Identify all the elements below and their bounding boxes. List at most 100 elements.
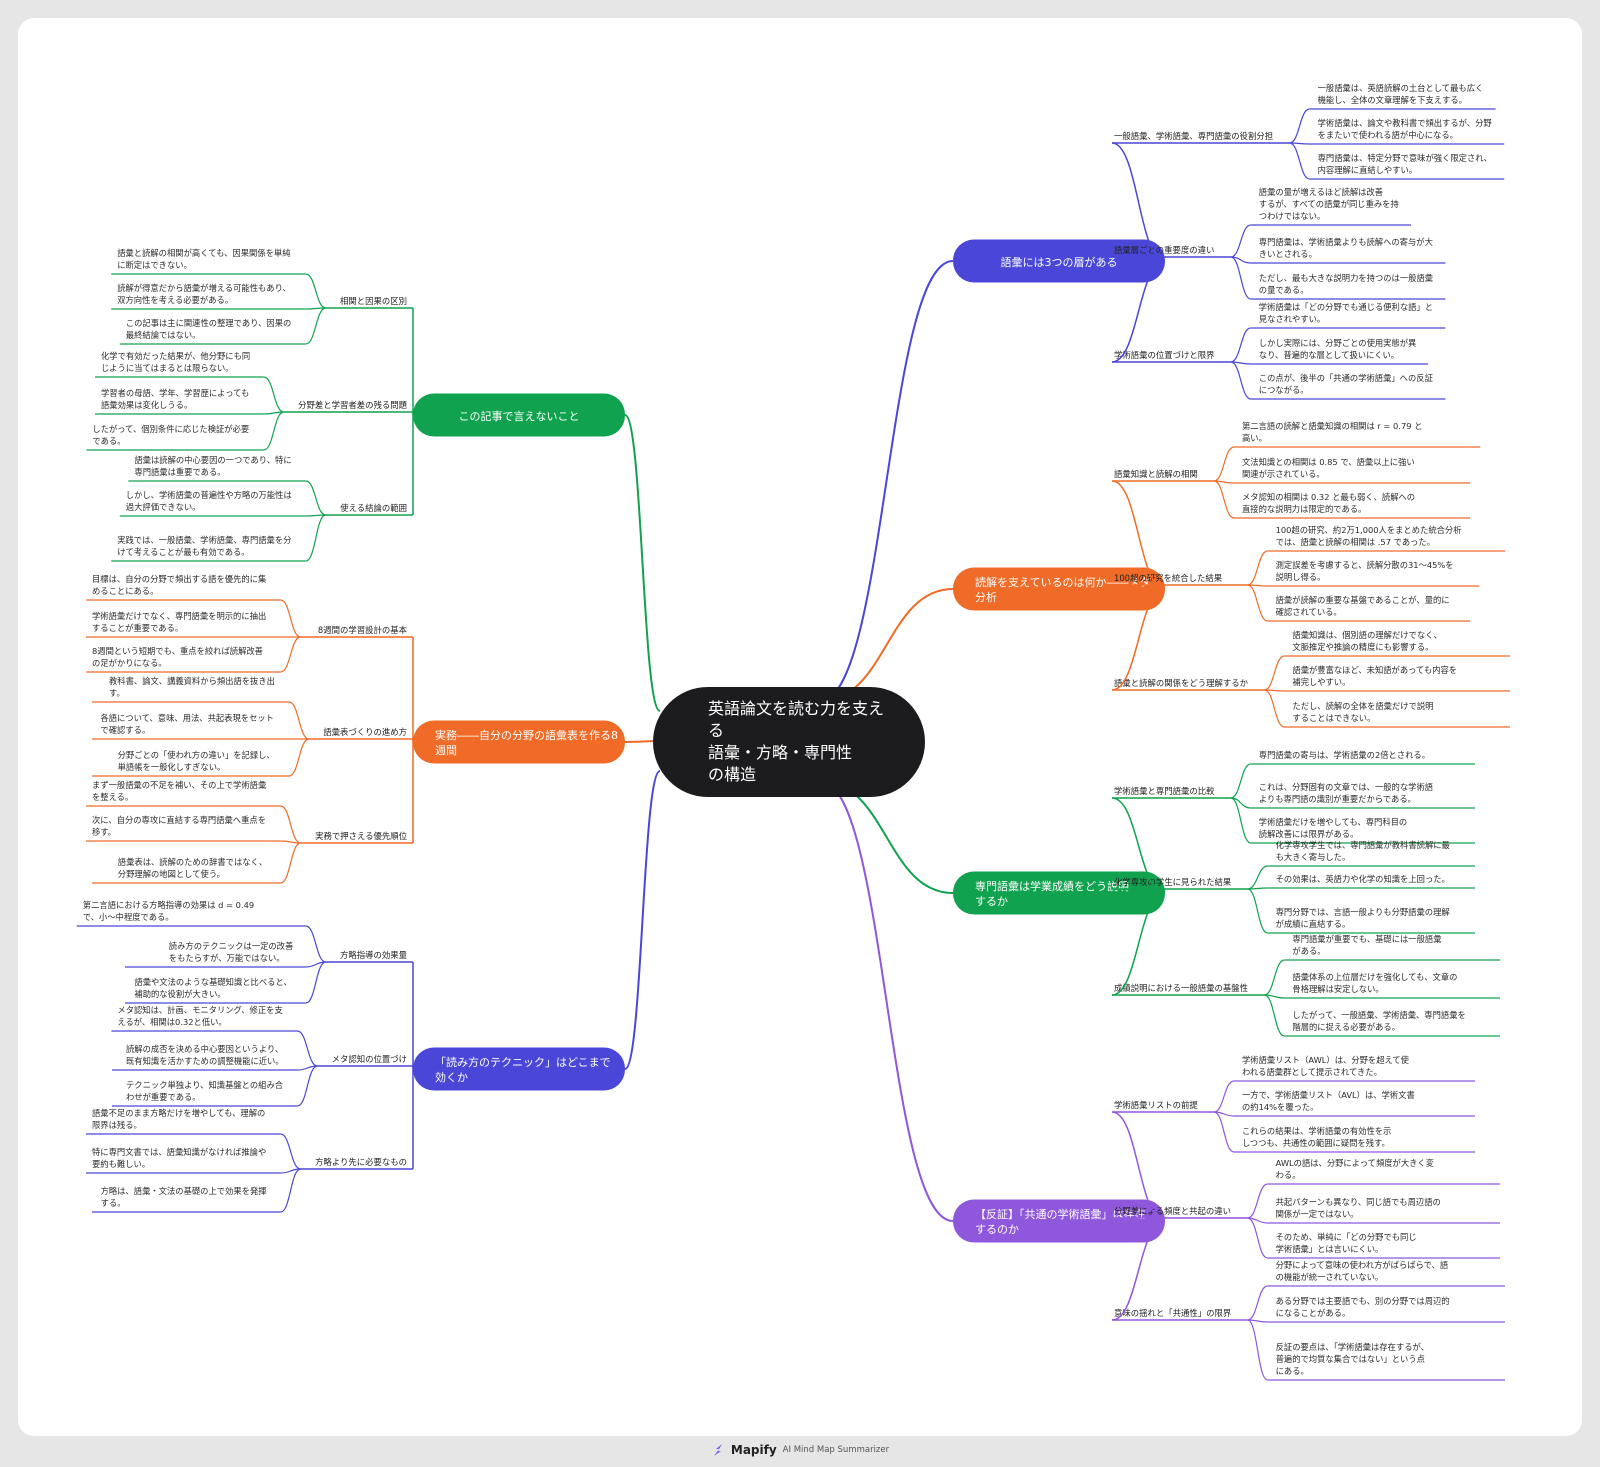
footer-brand[interactable]: Mapify [730, 1443, 777, 1457]
connector [1230, 327, 1252, 363]
connector [1264, 994, 1285, 1037]
sub-topic[interactable]: 語彙表づくりの進め方教科書、論文、講義資料から頻出語を抜き出す。各語について、意… [92, 676, 413, 777]
connector [1111, 1217, 1166, 1222]
branch[interactable]: 「読み方のテクニック」はどこまで効くか方略指導の効果量第二言語における方略指導の… [76, 900, 625, 1213]
connector [305, 961, 327, 1004]
leaf-text: 教科書、論文、講義資料から頻出語を抜き出す。 [109, 676, 275, 698]
sub-topic-label: 一般語彙、学術語彙、専門語彙の役割分担 [1114, 131, 1273, 141]
leaf-text: 専門語彙の寄与は、学術語彙の2倍とされる。 [1259, 750, 1430, 760]
branch-pill[interactable] [953, 1199, 1165, 1243]
connector [1111, 797, 1166, 894]
connector [1111, 480, 1166, 590]
leaf-text: 実践では、一般語彙、学術語彙、専門語彙を分けて考えることが最も有効である。 [117, 535, 291, 557]
branch-pill[interactable] [953, 239, 1165, 283]
connector [305, 925, 327, 963]
sub-topic-label: 実務で押さえる優先順位 [315, 831, 407, 841]
leaf-text: 共起パターンも異なり、同じ語でも周辺語の関係が一定ではない。 [1276, 1197, 1441, 1219]
footer-tagline: AI Mind Map Summarizer [782, 1445, 890, 1455]
connector [297, 1065, 318, 1107]
sub-topic[interactable]: 使える結論の範囲語彙は読解の中心要因の一つであり、特に専門語彙は重要である。しか… [111, 455, 413, 562]
sub-topic[interactable]: 学術語彙と専門語彙の比較専門語彙の寄与は、学術語彙の2倍とされる。これは、分野固… [1112, 750, 1475, 844]
connector [305, 307, 327, 345]
leaf-text: 各語について、意味、用法、共起表現をセットで確認する。 [100, 713, 274, 735]
leaf-text: 8週間という短期でも、重点を絞れば読解改善の足がかりになる。 [92, 646, 263, 668]
sub-topic[interactable]: 語彙層ごとの重要度の違い語彙の量が増えるほど読解は改善するが、すべての語彙が同じ… [1112, 187, 1446, 300]
leaf-text: ただし、読解の全体を語彙だけで説明することはできない。 [1292, 701, 1433, 723]
leaf-text: この記事は主に関連性の整理であり、因果の最終結論ではない。 [126, 318, 292, 340]
leaf-text: 学習者の母語、学年、学習歴によっても語彙効果は変化しうる。 [101, 388, 249, 410]
branch[interactable]: 語彙には3つの層がある一般語彙、学術語彙、専門語彙の役割分担一般語彙は、英語読解… [953, 83, 1505, 400]
sub-topic[interactable]: 方略より先に必要なもの語彙不足のまま方略だけを増やしても、理解の限界は残る。特に… [86, 1108, 413, 1213]
center-node[interactable] [653, 687, 925, 797]
leaf-text: 語彙は読解の中心要因の一つであり、特に専門語彙は重要である。 [134, 455, 291, 477]
leaf-text: 専門分野では、言語一般よりも分野語彙の理解が成績に直結する。 [1276, 907, 1450, 929]
branch-pill[interactable] [953, 567, 1165, 611]
branch-pill[interactable] [413, 393, 625, 437]
connector [1111, 256, 1166, 262]
leaf-text: 専門語彙は、学術語彙よりも読解への寄与が大きいとされる。 [1259, 237, 1433, 259]
branch[interactable]: 読解を支えているのは何か――メタ分析語彙知識と読解の相関第二言語の読解と語彙知識… [953, 421, 1510, 728]
leaf-text: 方略は、語彙・文法の基礎の上で効果を発揮する。 [101, 1186, 267, 1208]
branch-pill[interactable] [953, 871, 1165, 915]
connector [1230, 797, 1252, 844]
connector [1111, 888, 1166, 894]
connector [1289, 142, 1310, 180]
leaf-text: 読み方のテクニックは一定の改善をもたらすが、万能ではない。 [169, 941, 293, 963]
sub-topic[interactable]: 一般語彙、学術語彙、専門語彙の役割分担一般語彙は、英語読解の土台として最も広く機… [1112, 83, 1505, 180]
branch[interactable]: この記事で言えないこと相関と因果の区別語彙と読解の相関が高くても、因果関係を単純… [86, 248, 625, 562]
sub-topic[interactable]: 100超の研究を統合した結果100超の研究、約2万1,000人をまとめた統合分析… [1112, 525, 1506, 622]
leaf-text: 学術語彙だけでなく、専門語彙を明示的に抽出することが重要である。 [92, 611, 266, 633]
leaf-text: 専門語彙が重要でも、基礎には一般語彙がある。 [1292, 934, 1441, 956]
connector [1247, 888, 1268, 934]
connector [1264, 655, 1285, 691]
leaf-text: 語彙や文法のような基礎知識と比べると、補助的な役割が大きい。 [134, 977, 291, 999]
leaf-text: 語彙不足のまま方略だけを増やしても、理解の限界は残る。 [92, 1108, 265, 1130]
leaf-text: したがって、個別条件に応じた検証が必要である。 [92, 424, 249, 446]
leaf-text: 文法知識との相関は 0.85 で、語彙以上に強い関連が示されている。 [1242, 457, 1415, 479]
leaf-text: 語彙表は、読解のための辞書ではなく、分野理解の地図として使う。 [118, 857, 267, 879]
connector [624, 414, 661, 712]
branch-pill[interactable] [413, 1047, 625, 1091]
sub-topic[interactable]: 成績説明における一般語彙の基盤性専門語彙が重要でも、基礎には一般語彙がある。語彙… [1112, 934, 1500, 1037]
branch[interactable]: 専門語彙は学業成績をどう説明するか学術語彙と専門語彙の比較専門語彙の寄与は、学術… [953, 750, 1500, 1037]
leaf-text: AWLの語は、分野によって頻度が大きく変わる。 [1276, 1158, 1434, 1180]
sub-topic[interactable]: 学術語彙の位置づけと限界学術語彙は「どの分野でも通じる便利な語」と見なされやすい… [1112, 302, 1446, 400]
leaf-text: 語彙が豊富なほど、未知語があっても内容を補完しやすい。 [1292, 665, 1457, 687]
connector [1213, 1111, 1235, 1153]
leaf-text: 反証の要点は、「学術語彙は存在するが、普遍的で均質な集合ではない」という点にある… [1276, 1342, 1429, 1376]
sub-topic-label: 分野差と学習者差の残る問題 [298, 400, 407, 410]
leaf-text: そのため、単純に「どの分野でも同じ学術語彙」とは言いにくい。 [1276, 1232, 1417, 1254]
sub-topic[interactable]: 学術語彙リストの前提学術語彙リスト（AWL）は、分野を超えて使われる語彙群として… [1112, 1055, 1475, 1153]
sub-topic[interactable]: 実務で押さえる優先順位まず一般語彙の不足を補い、その上で学術語彙を整える。次に、… [86, 780, 413, 884]
center-topic[interactable]: 英語論文を読む力を支える語彙・方略・専門性の構造 [653, 687, 925, 797]
branch-pill[interactable] [413, 720, 625, 764]
sub-topic[interactable]: 化学専攻の学生に見られた結果化学専攻学生では、専門語彙が教科書読解に最も大きく寄… [1112, 840, 1475, 934]
sub-topic[interactable]: 分野差による頻度と共起の違いAWLの語は、分野によって頻度が大きく変わる。共起パ… [1112, 1158, 1500, 1259]
connector [280, 1133, 301, 1170]
connector [263, 376, 285, 413]
sub-topic-label: 語彙と読解の関係をどう理解するか [1114, 678, 1249, 688]
sub-topic[interactable]: 意味の揺れと「共通性」の限界分野によって意味の使われ方がばらばらで、語の機能が統… [1112, 1260, 1505, 1381]
leaf-text: 分野ごとの「使われ方の違い」を記録し、単語帳を一般化しすぎない。 [118, 750, 275, 772]
sub-topic-label: 語彙知識と読解の相関 [1114, 469, 1198, 479]
sub-topic[interactable]: 8週間の学習設計の基本目標は、自分の分野で頻出する語を優先的に集めることにある。… [86, 574, 413, 673]
connector [297, 1030, 318, 1067]
branch-title: 【反証】「共通の学術語彙」は存在するのか [975, 1207, 1146, 1236]
sub-topic[interactable]: メタ認知の位置づけメタ認知は、計画、モニタリング、修正を支えるが、相関は0.32… [111, 1005, 413, 1107]
connector [1247, 1183, 1268, 1219]
sub-topic[interactable]: 相関と因果の区別語彙と読解の相関が高くても、因果関係を単純に断定はできない。読解… [111, 248, 413, 345]
leaf-text: 次に、自分の専攻に直結する専門語彙へ重点を移す。 [92, 815, 266, 837]
leaf-text: 語彙知識は、個別語の理解だけでなく、文脈推定や推論の精度にも影響する。 [1292, 630, 1441, 652]
leaf-text: しかし、学術語彙の普遍性や方略の万能性は過大評価できない。 [126, 490, 292, 512]
sub-topic[interactable]: 分野差と学習者差の残る問題化学で有効だった結果が、他分野にも同じように当てはまる… [86, 351, 413, 451]
connector [1111, 1220, 1166, 1321]
sub-topic[interactable]: 語彙と読解の関係をどう理解するか 語彙知識は、個別語の理解だけでなく、文脈推定や推… [1112, 630, 1510, 728]
connector [1247, 887, 1268, 890]
branch[interactable]: 【反証】「共通の学術語彙」は存在するのか 学術語彙リストの前提学術語彙リスト（AW… [953, 1055, 1505, 1381]
leaf-text: その効果は、英語力や化学の知識を上回った。 [1276, 874, 1450, 884]
leaf-text: したがって、一般語彙、学術語彙、専門語彙を階層的に捉える必要がある。 [1292, 1010, 1465, 1032]
